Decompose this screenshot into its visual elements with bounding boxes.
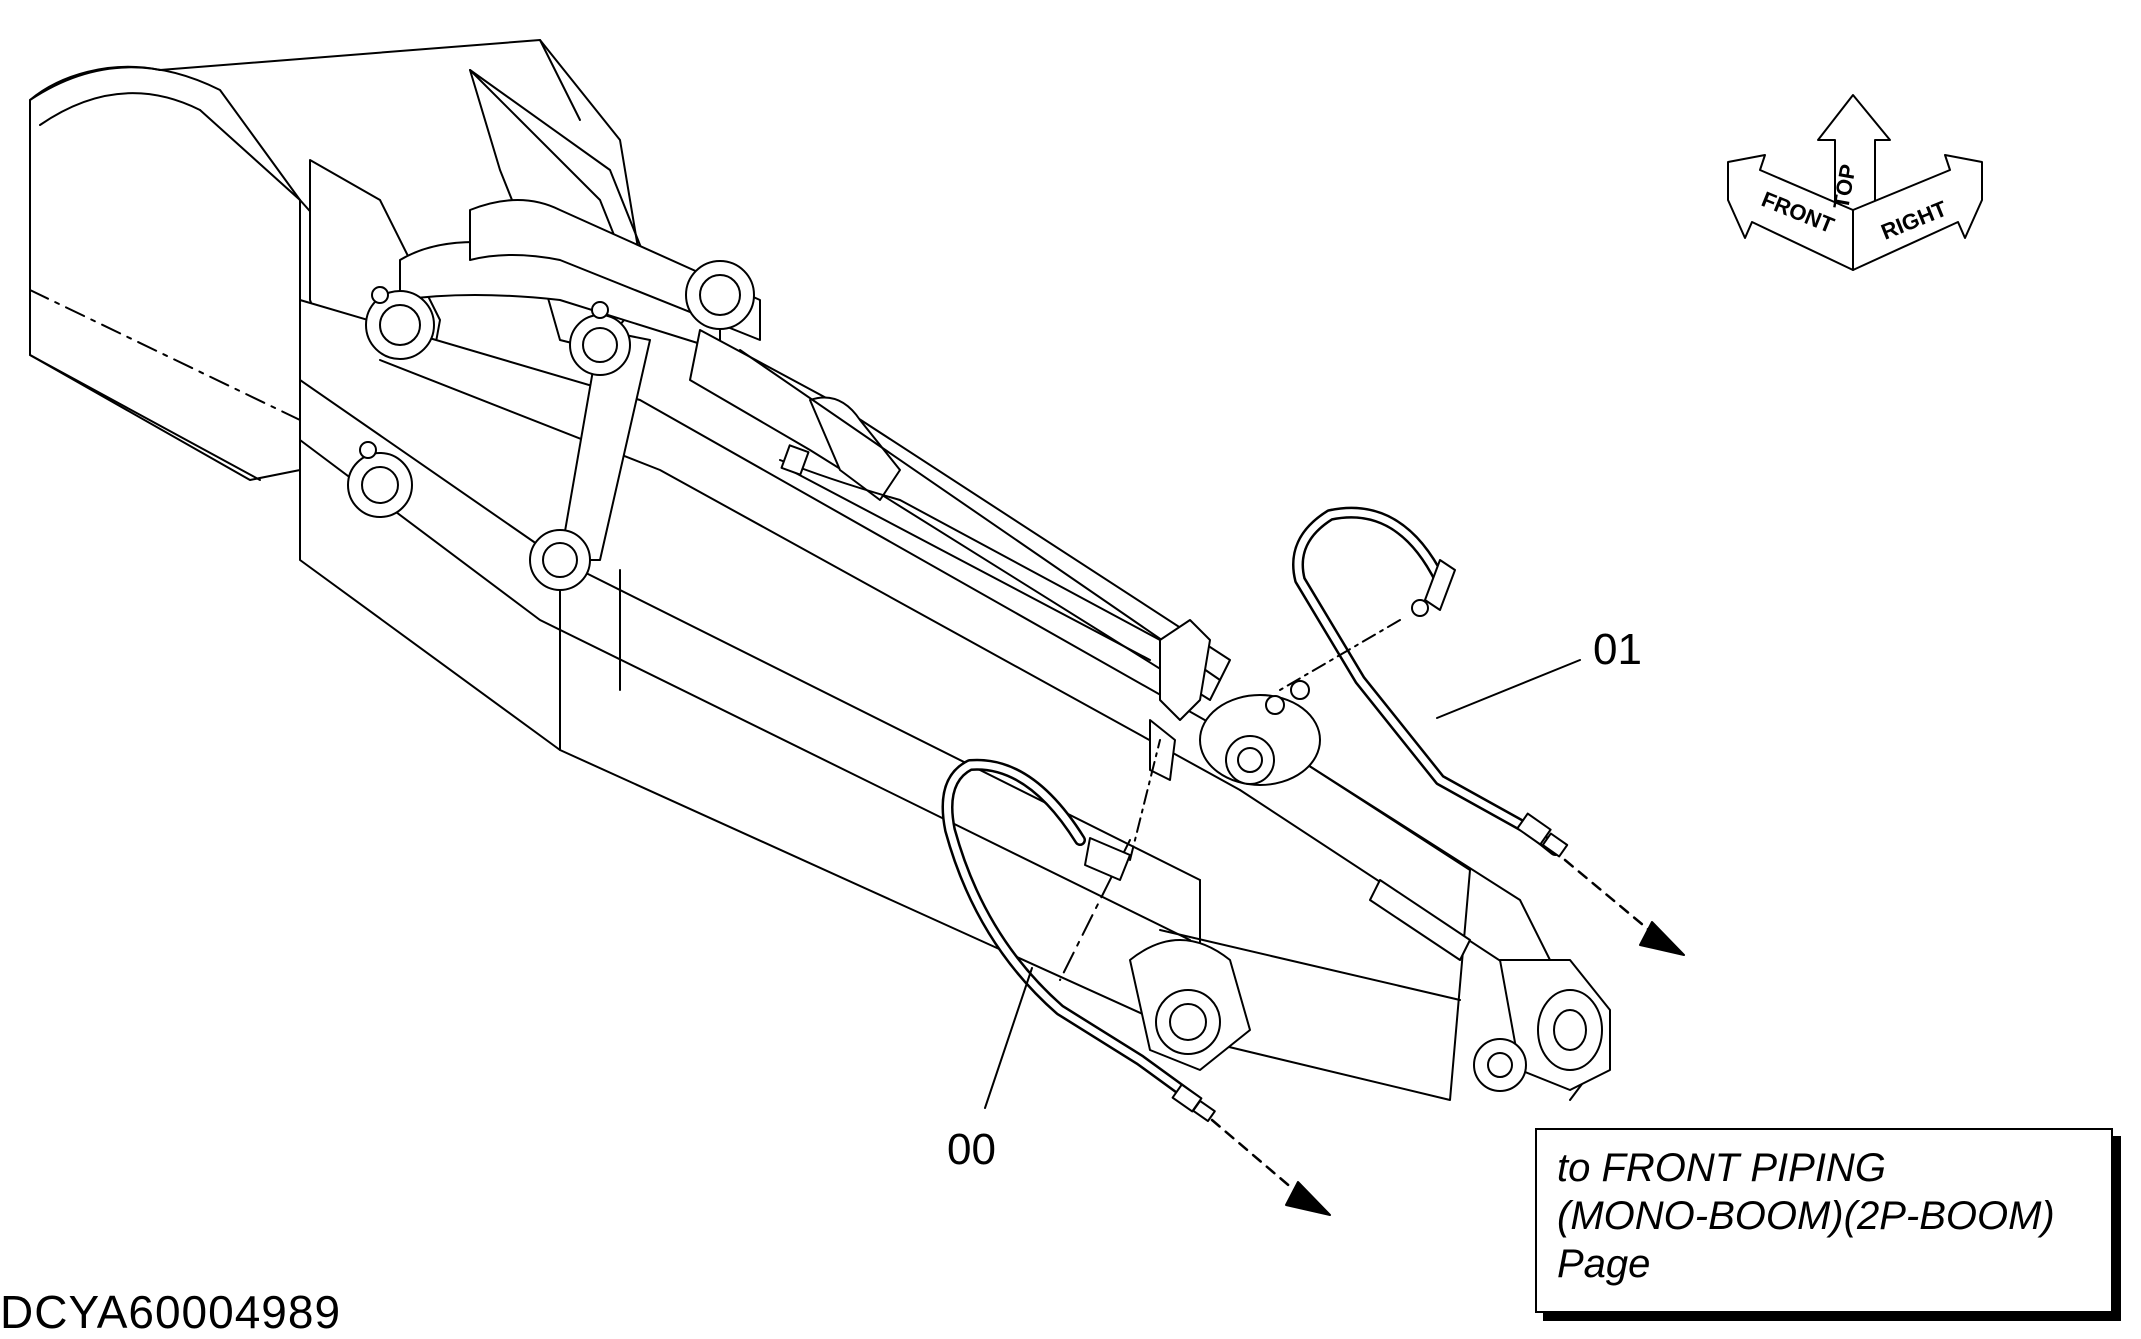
hose-00 bbox=[941, 739, 1216, 1123]
drawing-code: DCYA60004989 bbox=[0, 1286, 342, 1338]
arm-foot bbox=[1129, 879, 1611, 1092]
arm bbox=[299, 299, 1601, 1101]
reference-note-box[interactable]: to FRONT PIPING (MONO-BOOM)(2P-BOOM) Pag… bbox=[1535, 1128, 2113, 1313]
callout-part-01: 01 bbox=[1593, 625, 1642, 674]
reference-note-line-2: (MONO-BOOM)(2P-BOOM) bbox=[1557, 1194, 2055, 1238]
orientation-arrows-icon: TOP FRONT RIGHT bbox=[1727, 94, 1983, 271]
hose-01 bbox=[1279, 506, 1581, 858]
callout-part-00: 00 bbox=[947, 1125, 996, 1174]
reference-note-line-3: Page bbox=[1557, 1242, 1651, 1286]
flow-arrow-icon bbox=[1210, 1118, 1331, 1216]
bucket-cylinder bbox=[689, 329, 1321, 786]
reference-note-line-1: to FRONT PIPING bbox=[1557, 1146, 1886, 1190]
linkage bbox=[347, 199, 761, 591]
flow-arrow-icon bbox=[1563, 858, 1685, 956]
